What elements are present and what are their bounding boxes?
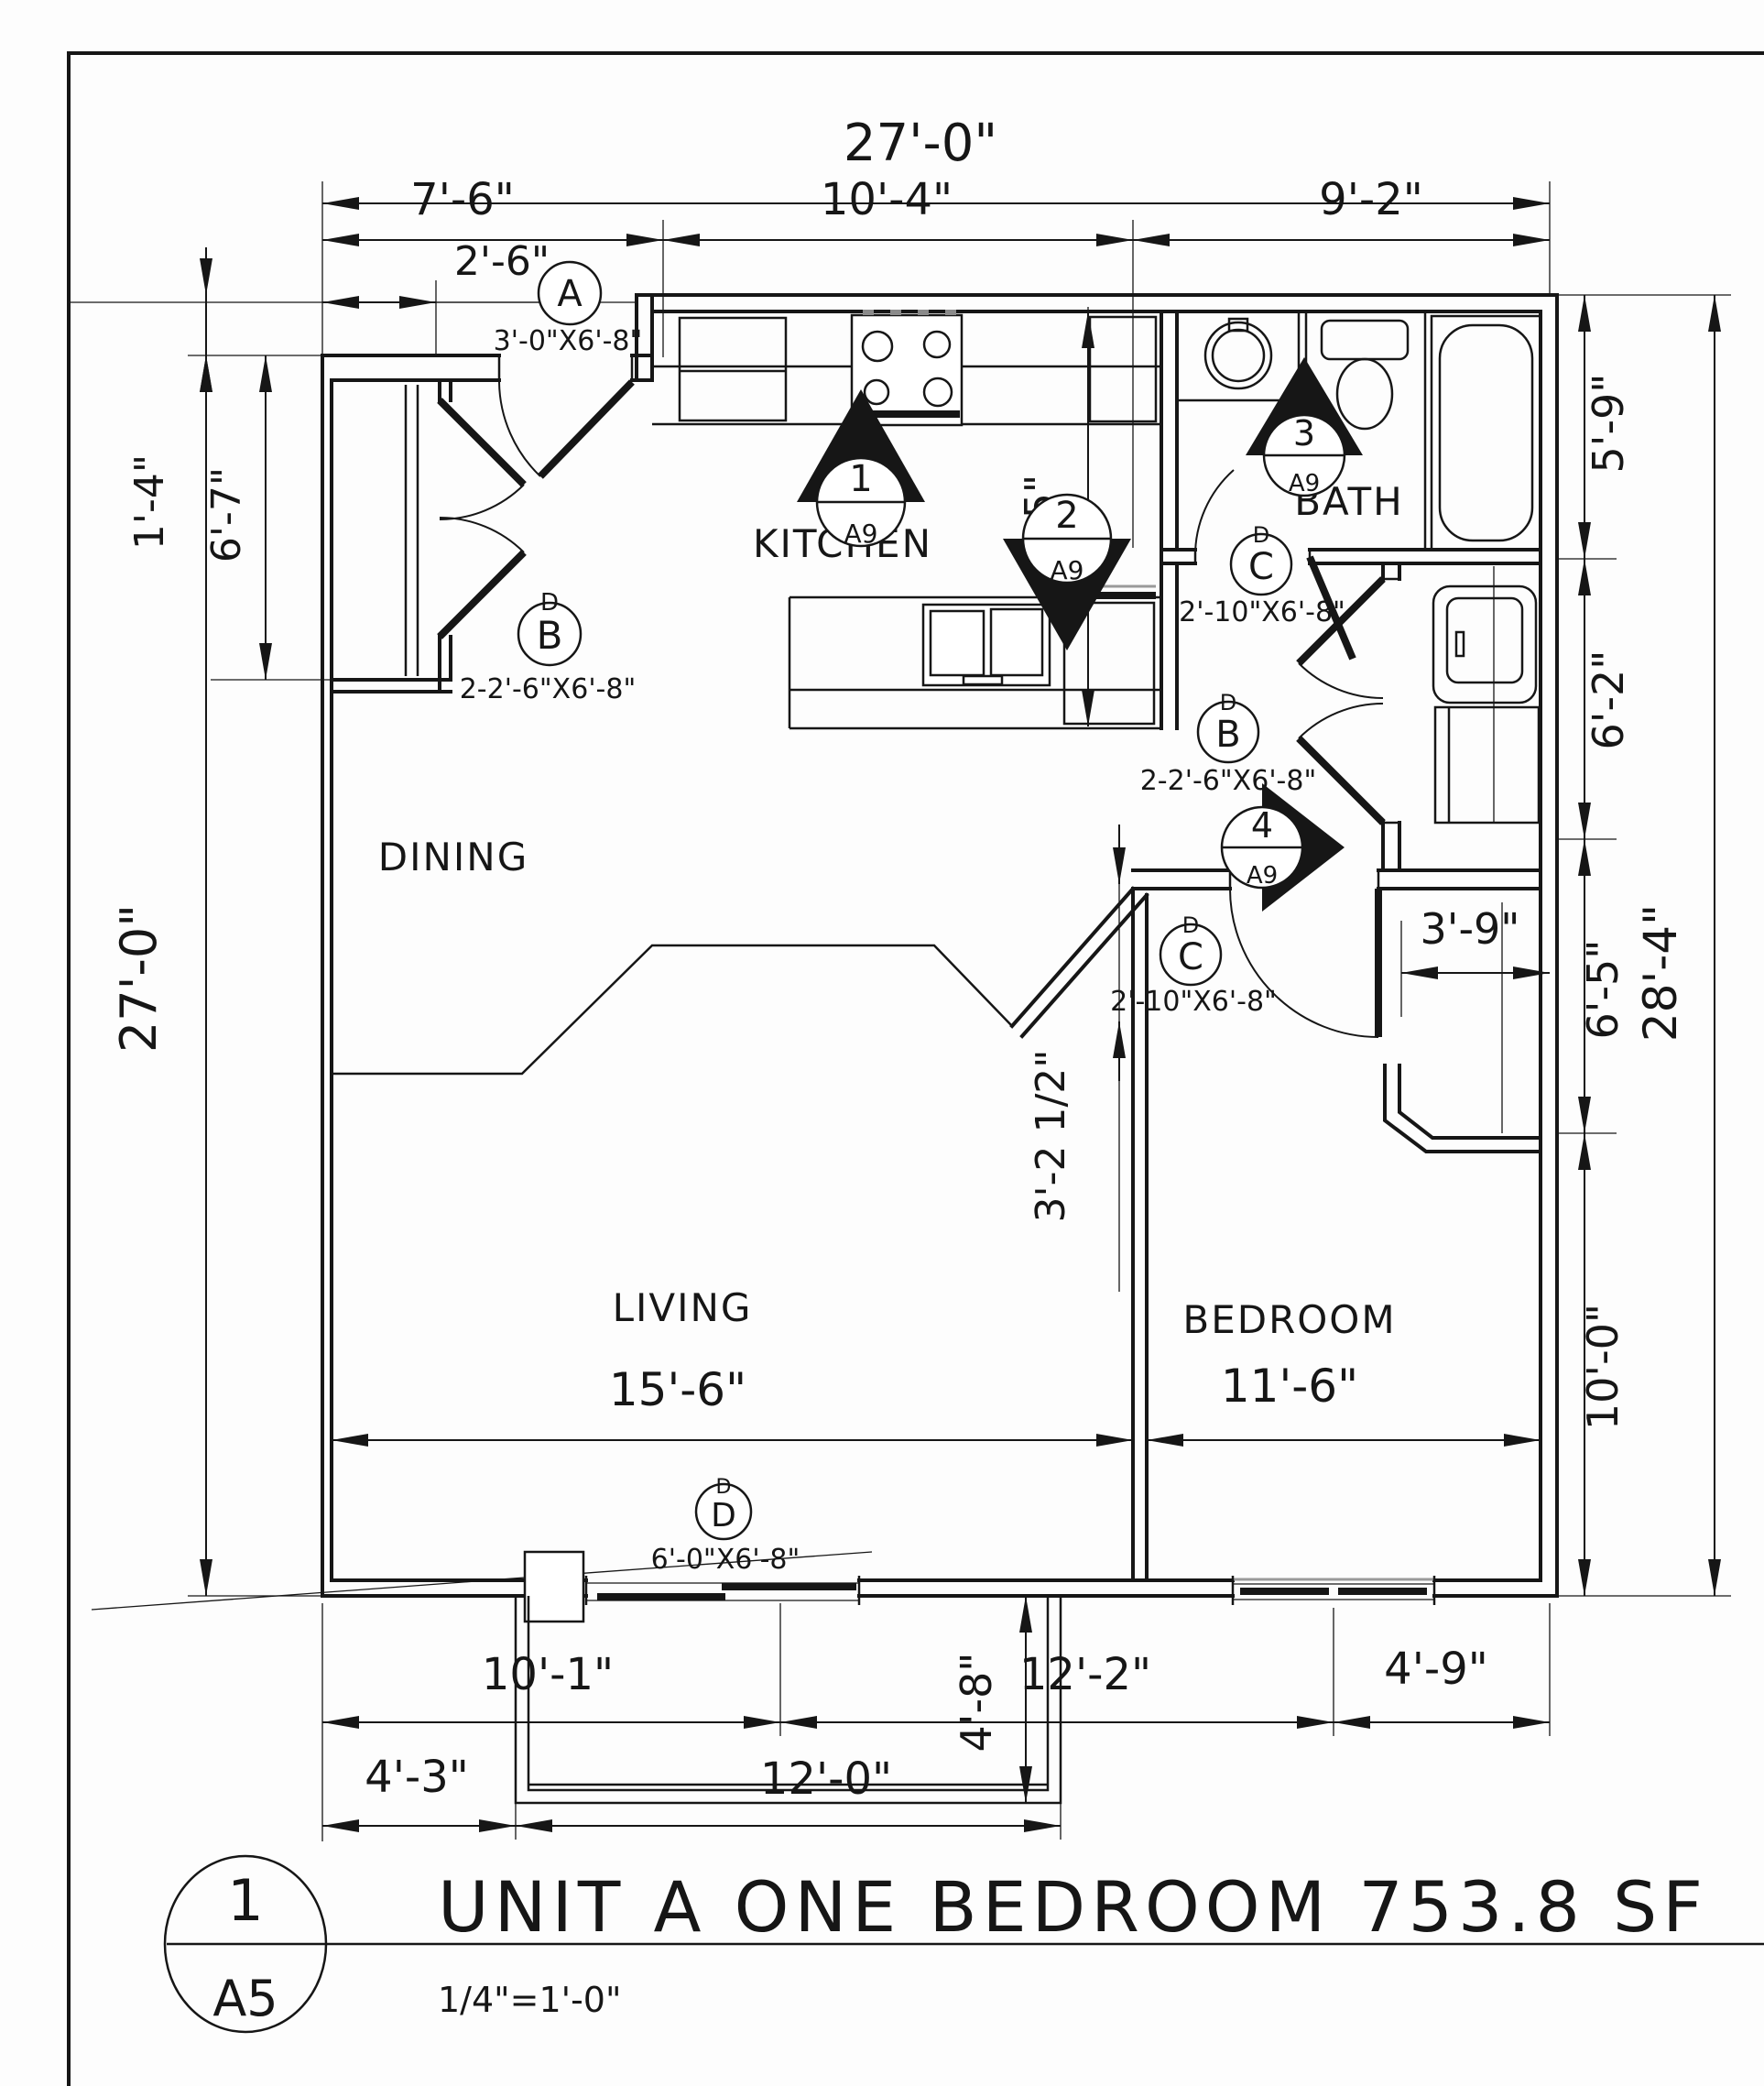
drawing-scale: 1/4"=1'-0"	[438, 1980, 621, 2020]
room-labels: KITCHEN BATH DINING LIVING BEDROOM	[378, 479, 1402, 1342]
sliding-patio-door	[584, 1576, 861, 1605]
door-tag-hall-closet-size: 2-2'-6"X6'-8"	[1140, 765, 1317, 797]
water-heater	[1432, 584, 1538, 704]
dim-top-c: 9'-2"	[1319, 174, 1423, 225]
dim-top-b: 10'-4"	[821, 174, 953, 225]
door-tag-entry-closet: D B 2-2'-6"X6'-8"	[460, 589, 637, 705]
section-marker-4-number: 4	[1251, 805, 1273, 846]
bath-door	[1193, 469, 1356, 661]
entry-door	[498, 379, 635, 479]
dim-bottom-c: 4'-9"	[1384, 1644, 1488, 1695]
section-marker-4: 4 A9	[1220, 783, 1345, 912]
door-tag-entry-closet-size: 2-2'-6"X6'-8"	[460, 673, 637, 705]
door-tag-entry-letter: A	[557, 273, 583, 315]
section-marker-1-number: 1	[849, 458, 872, 500]
dining-living-break-line	[332, 944, 1013, 1076]
kitchen-sink	[921, 603, 1051, 687]
utility-shelf	[1433, 705, 1541, 825]
room-label-living: LIVING	[613, 1285, 753, 1330]
door-tag-entry-size: 3'-0"X6'-8"	[494, 325, 643, 357]
section-marker-2-number: 2	[1055, 495, 1078, 537]
bathroom-sink	[1203, 321, 1273, 390]
door-tag-patio: D D 6'-0"X6'-8"	[651, 1476, 800, 1576]
door-tag-patio-prefix: D	[716, 1476, 732, 1499]
dim-top-a: 7'-6"	[410, 174, 515, 225]
door-tag-hall-closet-letter: B	[1215, 714, 1240, 756]
deck	[514, 1596, 1062, 1805]
door-tag-hall-closet-prefix: D	[1220, 690, 1236, 715]
section-marker-1-sheet: A9	[844, 519, 878, 549]
door-tag-entry: A 3'-0"X6'-8"	[494, 260, 643, 357]
dim-right-c: 6'-5"	[1578, 940, 1628, 1040]
dim-right-a: 5'-9"	[1584, 374, 1633, 474]
dim-bottom-a: 10'-1"	[482, 1649, 614, 1700]
dim-deck-depth: 4'-8"	[952, 1653, 1001, 1753]
dimension-text: 27'-0" 7'-6" 10'-4" 9'-2" 2'-6" 1'-4" 6'…	[110, 114, 1687, 1805]
section-marker-4-sheet: A9	[1247, 862, 1278, 890]
sheet-reference: A5	[212, 1970, 278, 2027]
dim-entry-depth: 6'-7"	[203, 467, 250, 562]
door-tag-entry-closet-letter: B	[537, 613, 563, 658]
dim-closet-depth: 3'-9"	[1421, 904, 1520, 954]
dim-right-d: 10'-0"	[1578, 1304, 1628, 1430]
faucet	[1227, 317, 1249, 333]
drawing-title: UNIT A ONE BEDROOM 753.8 SF	[438, 1866, 1708, 1948]
entry-closet-doors	[437, 398, 527, 639]
dim-left-jog: 1'-4"	[126, 454, 173, 550]
utility-closet-doors	[1296, 576, 1386, 825]
dim-entry-offset: 2'-6"	[454, 238, 550, 285]
door-tag-hall-closet: D B 2-2'-6"X6'-8"	[1140, 690, 1317, 797]
detail-number: 1	[227, 1867, 263, 1934]
dim-bedroom-width: 11'-6"	[1221, 1360, 1358, 1413]
section-marker-2: 2 A9	[1003, 493, 1131, 650]
section-markers: 1 A9 2 A9 3 A9 4 A9	[797, 357, 1363, 912]
bathtub	[1423, 311, 1542, 552]
section-marker-2-sheet: A9	[1051, 555, 1084, 585]
fixtures	[332, 310, 1542, 1805]
door-tag-patio-letter: D	[711, 1497, 736, 1534]
wall-chase	[523, 1550, 585, 1623]
dim-right-b: 6'-2"	[1584, 650, 1633, 750]
door-tag-bedroom-prefix: D	[1182, 912, 1199, 938]
door-tag-entry-closet-prefix: D	[540, 589, 559, 617]
door-tag-patio-size: 6'-0"X6'-8"	[651, 1544, 800, 1576]
door-tag-bedroom-size: 2'-10"X6'-8"	[1110, 986, 1277, 1018]
bedroom-window	[1231, 1576, 1436, 1605]
dim-left-overall: 27'-0"	[110, 904, 168, 1053]
section-marker-3-number: 3	[1293, 413, 1315, 453]
door-tag-bedroom-letter: C	[1178, 936, 1203, 978]
door-tags: A 3'-0"X6'-8" D B 2-2'-6"X6'-8" D C 2'-1…	[460, 260, 1345, 1576]
refrigerator	[1088, 315, 1158, 423]
page-border	[67, 51, 1764, 2086]
kitchen-lower-counter	[788, 584, 1161, 730]
extension-lines	[69, 181, 1731, 1841]
dim-deck-width: 12'-0"	[760, 1753, 892, 1805]
room-label-bedroom: BEDROOM	[1182, 1297, 1396, 1342]
door-tag-bath-size: 2'-10"X6'-8"	[1179, 596, 1345, 628]
title-block: 1 A5 UNIT A ONE BEDROOM 753.8 SF 1/4"=1'…	[163, 1854, 1764, 2034]
doors	[437, 379, 1386, 1038]
toilet	[1320, 319, 1410, 431]
dim-right-overall: 28'-4"	[1634, 904, 1687, 1042]
room-label-dining: DINING	[378, 835, 529, 879]
section-marker-3: 3 A9	[1246, 357, 1363, 497]
door-tag-bedroom: D C 2'-10"X6'-8"	[1110, 912, 1277, 1018]
dim-bedroom-jog: 3'-2 1/2"	[1028, 1050, 1074, 1223]
dim-top-overall: 27'-0"	[844, 114, 997, 173]
section-marker-1: 1 A9	[797, 389, 925, 549]
kitchen-cabinet	[678, 316, 788, 422]
dim-bottom-b: 12'-2"	[1019, 1649, 1151, 1700]
dim-bottom-d: 4'-3"	[365, 1752, 469, 1803]
dim-living-width: 15'-6"	[609, 1363, 746, 1416]
door-tag-bath-letter: C	[1248, 546, 1274, 588]
dimension-lines	[200, 197, 1721, 1832]
door-tag-bath: D C 2'-10"X6'-8"	[1179, 522, 1345, 628]
section-marker-3-sheet: A9	[1289, 470, 1320, 497]
door-tag-bath-prefix: D	[1253, 522, 1269, 548]
bedroom-door	[1229, 888, 1382, 1038]
